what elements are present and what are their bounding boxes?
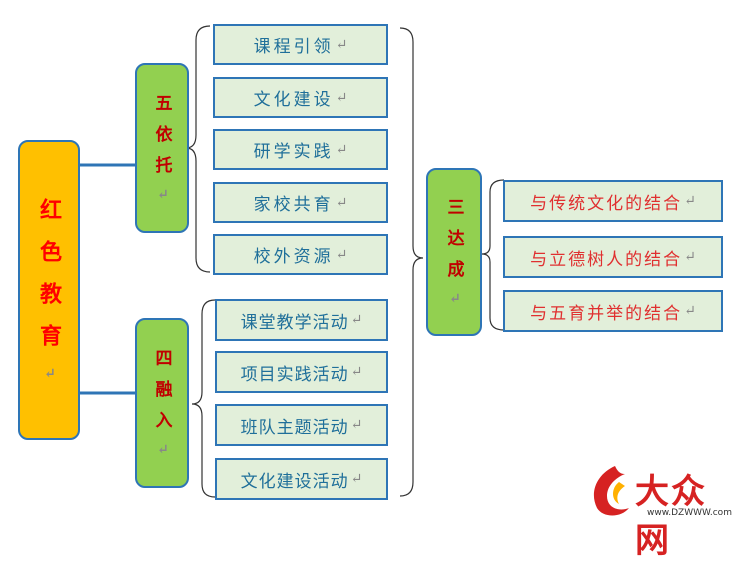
flame-logo-icon: [593, 466, 629, 516]
wuyituo-item: 家校共育↵: [213, 182, 388, 223]
wuyituo-item: 课程引领↵: [213, 24, 388, 65]
brace-sirongru: [191, 299, 216, 498]
sandacheng-item: 与立德树人的结合↵: [503, 236, 723, 278]
wuyituo-node: 五依托↵: [135, 63, 189, 233]
brace-wuyituo: [185, 25, 211, 273]
sirongru-item: 课堂教学活动↵: [215, 299, 388, 341]
sandacheng-item: 与五育并举的结合↵: [503, 290, 723, 332]
root-label: 红色教育: [36, 198, 62, 366]
sirongru-item: 班队主题活动↵: [215, 404, 388, 446]
wuyituo-item: 研学实践↵: [213, 129, 388, 170]
sandacheng-label: 三达成: [443, 197, 464, 291]
sirongru-item: 文化建设活动↵: [215, 458, 388, 500]
wuyituo-label: 五依托: [151, 93, 172, 187]
wuyituo-item: 文化建设↵: [213, 77, 388, 118]
sandacheng-node: 三达成↵: [426, 168, 482, 336]
brace-sandacheng: [481, 179, 505, 331]
wuyituo-item: 校外资源↵: [213, 234, 388, 275]
watermark-url: www.DZWWW.com: [647, 508, 732, 518]
brace-center: [399, 27, 424, 497]
sirongru-node: 四融入↵: [135, 318, 189, 488]
sirongru-item: 项目实践活动↵: [215, 351, 388, 393]
root-node: 红色教育↵: [18, 140, 80, 440]
watermark-logo: 大众网 www.DZWWW.com: [585, 462, 735, 561]
sandacheng-item: 与传统文化的结合↵: [503, 180, 723, 222]
sirongru-label: 四融入: [151, 348, 172, 442]
